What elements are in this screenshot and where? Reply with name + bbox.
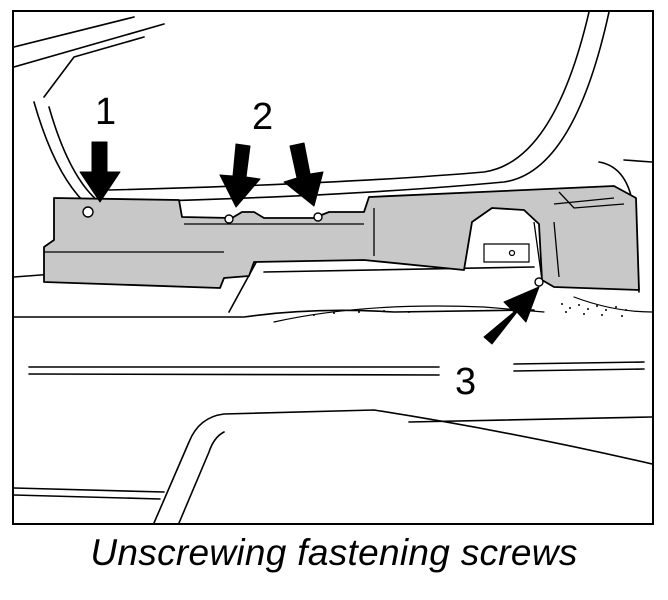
pillar-line xyxy=(33,101,85,203)
window-edge-line xyxy=(43,36,145,98)
panel-detail xyxy=(44,191,625,281)
screw-1 xyxy=(82,206,94,218)
sill-line xyxy=(408,416,652,423)
bracket xyxy=(483,243,530,263)
tailgate-curve xyxy=(108,12,590,191)
arrow-2b xyxy=(283,142,324,207)
seal-stipple xyxy=(313,303,627,317)
arrow-3 xyxy=(483,286,540,345)
trim-panel xyxy=(43,185,640,291)
step-panel xyxy=(14,487,165,493)
callout-1: 1 xyxy=(95,91,116,133)
trim-strip xyxy=(573,296,652,313)
step-panel xyxy=(178,431,225,523)
arrow-1 xyxy=(79,141,121,203)
arrow-2a xyxy=(219,143,261,208)
callout-3: 3 xyxy=(455,361,476,403)
screw-3 xyxy=(534,277,544,287)
window-edge-line xyxy=(14,23,165,68)
pillar-line xyxy=(48,106,100,203)
screw-2a xyxy=(224,214,234,224)
body-line xyxy=(623,159,652,163)
sill-line xyxy=(513,361,645,365)
floor-line xyxy=(263,266,535,273)
figure-caption: Unscrewing fastening screws xyxy=(90,532,578,573)
trim-strip xyxy=(273,305,545,323)
window-edge-line xyxy=(14,16,135,48)
sill-line xyxy=(513,368,645,372)
step-panel xyxy=(14,494,161,500)
step-panel xyxy=(153,409,652,523)
diagram-frame: 1 2 3 xyxy=(12,10,654,525)
floor-line xyxy=(14,309,535,318)
illustration: 1 2 3 xyxy=(14,12,652,523)
screw-2b xyxy=(313,212,323,222)
tailgate-curve xyxy=(123,12,610,203)
callout-2: 2 xyxy=(252,96,273,138)
sill-line xyxy=(28,373,440,376)
